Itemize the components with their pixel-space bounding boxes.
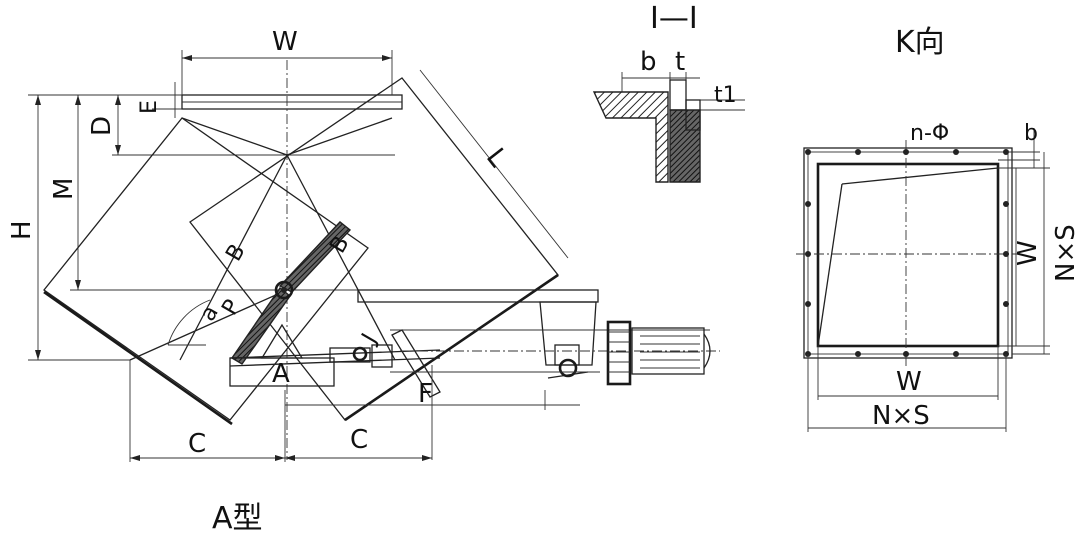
main-view: W H M D E L C C a P B B A J F A型	[7, 27, 720, 534]
pivot	[274, 280, 294, 300]
label-c-right: C	[350, 425, 368, 455]
diverter-blade	[278, 221, 352, 293]
support-beam	[357, 289, 599, 303]
section-profile	[592, 91, 669, 183]
right-chute	[189, 77, 559, 421]
section-t1: t1	[714, 83, 737, 108]
label-j: J	[356, 330, 382, 350]
k-view: K向	[796, 25, 1081, 432]
kview-w-right: W	[1013, 240, 1043, 266]
label-e: E	[137, 100, 162, 114]
kview-holes: n-Φ	[910, 121, 949, 146]
kview-title: K向	[895, 25, 945, 60]
coupling	[606, 320, 632, 386]
label-d: D	[87, 116, 117, 136]
label-h: H	[7, 220, 37, 240]
label-a-center: A	[272, 359, 290, 389]
label-f: F	[418, 379, 433, 409]
label-w: W	[272, 27, 298, 57]
kview-b: b	[1024, 121, 1038, 146]
kview-outer-flange	[803, 147, 1013, 359]
motor	[631, 327, 705, 375]
section-title: I—I	[650, 1, 698, 36]
section-b: b	[640, 47, 657, 77]
label-c-left: C	[188, 429, 206, 459]
gearbox	[539, 301, 597, 366]
kview-ns-right: N×S	[1051, 224, 1081, 282]
bolt-holes	[805, 149, 1009, 357]
section-i-i: I—I b t t1	[592, 1, 745, 183]
label-b-left: B	[221, 240, 250, 266]
kview-w-bottom: W	[896, 367, 922, 397]
label-l: L	[480, 143, 513, 173]
section-t: t	[675, 47, 685, 77]
kview-ns-bottom: N×S	[872, 401, 930, 431]
label-m: M	[49, 178, 79, 200]
type-caption: A型	[212, 501, 263, 534]
left-chute	[43, 117, 369, 421]
kview-inner-frame	[816, 162, 1000, 348]
